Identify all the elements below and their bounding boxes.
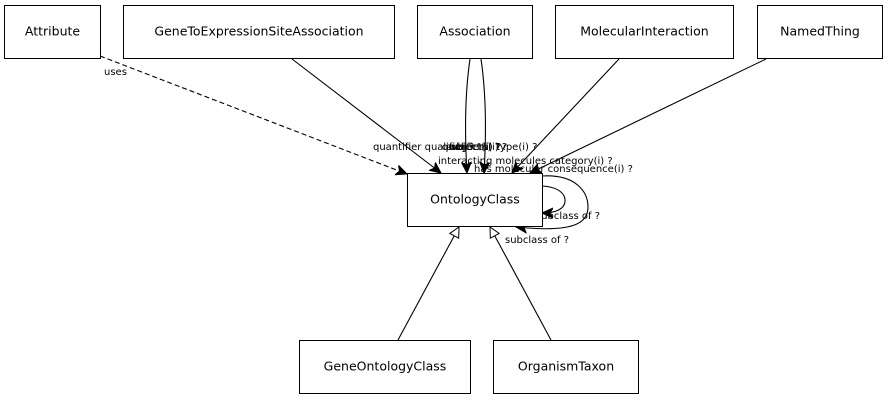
node-molecular-interaction-label: MolecularInteraction	[580, 24, 708, 39]
node-named-thing-label: NamedThing	[780, 24, 860, 39]
node-gene-ontology-class-label: GeneOntologyClass	[324, 359, 447, 374]
node-ontology-class[interactable]: OntologyClass	[407, 173, 543, 227]
edge-label-subclass-of-1: subclass of ?	[536, 211, 600, 222]
edge-attribute-uses-ontologyclass	[99, 55, 407, 174]
node-attribute-label: Attribute	[25, 24, 81, 39]
edge-label-has-molecular-consequence: has molecular consequence(i) ?	[474, 164, 633, 175]
edge-genetoexpression-to-ontologyclass	[291, 58, 441, 173]
edge-ontologyclass-self-loop-inner	[542, 185, 566, 213]
edge-namedthing-to-ontologyclass	[530, 58, 767, 173]
node-gene-to-expression-site-association-label: GeneToExpressionSiteAssociation	[154, 24, 363, 39]
edge-association-to-ontologyclass-1	[465, 58, 470, 173]
edge-label-association-overlap-3: object(i) ?	[450, 142, 500, 153]
node-gene-to-expression-site-association[interactable]: GeneToExpressionSiteAssociation	[123, 5, 395, 59]
edge-label-quantifier-qualifier: quantifier qualifier ?	[373, 142, 474, 153]
node-gene-ontology-class[interactable]: GeneOntologyClass	[299, 340, 471, 394]
edge-ontologyclass-self-loop-outer	[516, 175, 589, 229]
edge-label-subclass-of-2: subclass of ?	[505, 235, 569, 246]
node-ontology-class-label: OntologyClass	[430, 192, 520, 207]
node-organism-taxon-label: OrganismTaxon	[518, 359, 614, 374]
edge-label-association-overlap-4: type(i) ?	[496, 142, 537, 153]
edge-association-to-ontologyclass-2	[481, 58, 486, 173]
node-attribute[interactable]: Attribute	[4, 5, 101, 59]
edge-labels: uses quantifier qualifier ? qualifiers(i…	[104, 67, 633, 246]
edge-molecularinteraction-to-ontologyclass	[512, 58, 620, 173]
node-molecular-interaction[interactable]: MolecularInteraction	[555, 5, 734, 59]
edge-label-uses: uses	[104, 67, 127, 78]
edge-geneontologyclass-isa-ontologyclass	[397, 227, 459, 341]
edge-label-association-overlap-1: qualifiers(i) ?	[442, 142, 507, 153]
edge-label-association-overlap-2: subject(i) ?	[446, 142, 501, 153]
node-organism-taxon[interactable]: OrganismTaxon	[493, 340, 639, 394]
edges	[99, 55, 767, 341]
node-named-thing[interactable]: NamedThing	[757, 5, 883, 59]
edge-label-interacting-molecules-category: interacting molecules category(i) ?	[438, 156, 613, 167]
node-association-label: Association	[439, 24, 510, 39]
node-association[interactable]: Association	[417, 5, 533, 59]
edge-organismtaxon-isa-ontologyclass	[490, 227, 552, 341]
